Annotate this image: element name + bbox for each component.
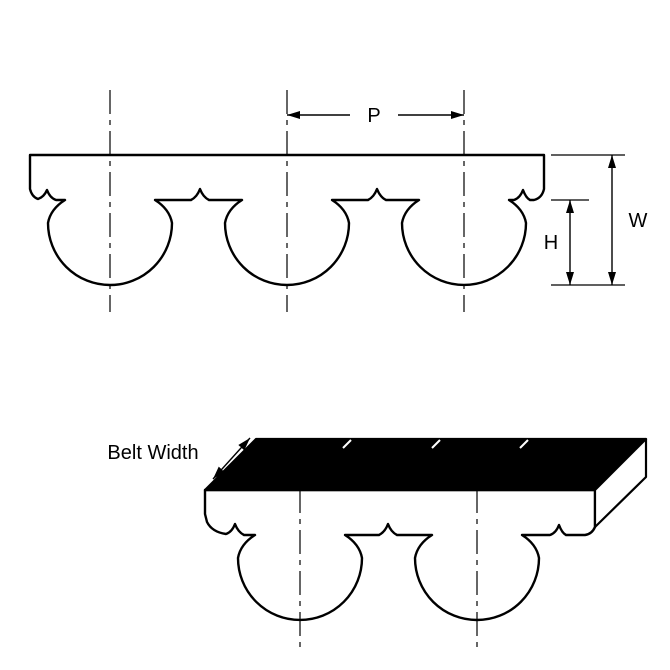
isometric-view: Belt Width [107, 437, 648, 650]
height-label: H [544, 232, 558, 254]
tooth-division-mark [431, 439, 441, 449]
width-dimension: W [551, 154, 648, 286]
height-dimension: H [544, 199, 589, 285]
tooth-division-mark [519, 439, 529, 449]
belt-top-surface [203, 437, 648, 492]
belt-front-profile [203, 488, 597, 622]
belt-width-arrow [212, 437, 251, 480]
tooth-division-mark [342, 439, 352, 449]
belt-width-label: Belt Width [107, 442, 198, 464]
belt-width-annotation: Belt Width [107, 437, 251, 480]
pitch-label: P [367, 105, 380, 127]
pitch-dimension: P [287, 105, 464, 127]
belt-end-face [593, 437, 648, 529]
width-label: W [629, 210, 648, 232]
cross-section-view: P W H [28, 90, 648, 312]
